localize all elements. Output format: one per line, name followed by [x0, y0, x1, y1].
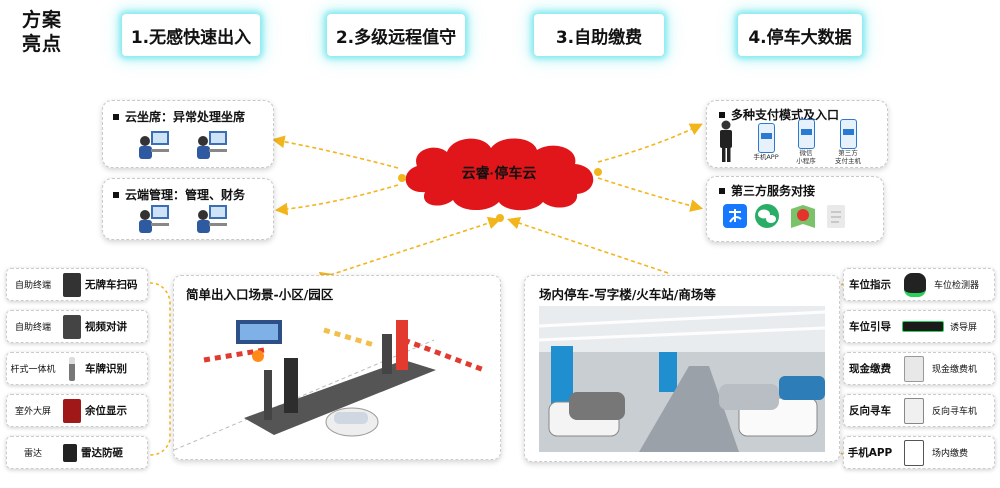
title-line-2: 亮点	[22, 33, 63, 55]
highlight-big-data: 4.停车大数据	[738, 14, 862, 56]
space-detector-icon	[904, 272, 926, 297]
highlight-quick-access: 1.无感快速出入	[122, 14, 260, 56]
link-cloud-to-seat	[271, 135, 399, 169]
pole-camera-icon	[69, 356, 75, 381]
card-manage-title: 云端管理：管理、财务	[125, 188, 246, 202]
qr-phone-icon	[904, 439, 924, 466]
operator-icon	[197, 131, 227, 159]
bullet-icon	[719, 111, 725, 118]
device-row: 车位指示 车位检测器	[843, 268, 995, 301]
card-cloud-manage: 云端管理：管理、财务	[102, 178, 274, 240]
solution-highlights-title: 方案 亮点	[22, 8, 62, 56]
card-payment-modes: 多种支付模式及入口 手机APP 微信 小程序 第三方 支付主机	[706, 100, 888, 168]
left-bracket	[149, 282, 171, 456]
device-row: 现金缴费 现金缴费机	[843, 352, 995, 385]
operator-icon	[197, 205, 227, 233]
device-row: 手机APP 场内缴费	[843, 436, 995, 469]
scene-indoor: 场内停车-写字楼/火车站/商场等	[524, 275, 840, 462]
card-third-title: 第三方服务对接	[731, 184, 816, 198]
card-cloud-seat: 云坐席：异常处理坐席	[102, 100, 274, 168]
device-row: 自助终端 视频对讲	[6, 310, 148, 343]
title-line-1: 方案	[22, 9, 63, 31]
cloud-icon: 云睿·停车云	[405, 138, 594, 211]
car-finder-icon	[904, 397, 924, 424]
payment-entry-terminal: 第三方 支付主机	[835, 149, 861, 165]
link-cloud-to-payment	[597, 123, 703, 163]
link-cloud-to-left-scene	[318, 216, 502, 285]
cloud-node-bottom	[496, 214, 504, 222]
device-row: 杆式一体机 车牌识别	[6, 352, 148, 385]
radar-icon	[63, 443, 77, 462]
scene-indoor-title: 场内停车-写字楼/火车站/商场等	[539, 287, 716, 302]
payment-entry-app: 手机APP	[753, 153, 779, 161]
cloud-node-left	[398, 174, 406, 182]
payment-entry-miniprogram: 微信 小程序	[796, 149, 816, 165]
scene-entrance: 简单出入口场景-小区/园区	[173, 275, 501, 460]
entrance-illustration	[174, 320, 485, 451]
device-row: 雷达 雷达防砸	[6, 436, 148, 469]
miniprogram-icon	[797, 119, 815, 149]
wechat-icon	[755, 204, 779, 228]
cloud-node-right	[594, 168, 602, 176]
highlight-self-pay: 3.自助缴费	[534, 14, 664, 56]
baidu-map-icon	[791, 205, 815, 228]
card-third-party: 第三方服务对接	[706, 176, 884, 242]
card-seat-title: 云坐席：异常处理坐席	[125, 110, 246, 124]
bullet-icon	[113, 191, 119, 198]
cash-machine-icon	[904, 355, 924, 382]
guidance-screen-icon	[902, 321, 944, 332]
link-cloud-to-right-scene	[506, 216, 669, 274]
device-row: 反向寻车 反向寻车机	[843, 394, 995, 427]
device-row: 车位引导 诱导屏	[843, 310, 995, 343]
bullet-icon	[113, 113, 119, 120]
kiosk-icon	[63, 272, 81, 297]
link-cloud-to-manage	[274, 184, 399, 216]
outdoor-screen-icon	[63, 398, 81, 423]
garage-photo	[539, 306, 825, 452]
intercom-kiosk-icon	[63, 314, 81, 339]
bullet-icon	[719, 187, 725, 194]
card-payment-title: 多种支付模式及入口	[731, 108, 840, 122]
phone-app-icon	[757, 123, 775, 153]
scene-entrance-title: 简单出入口场景-小区/园区	[186, 287, 334, 302]
payment-terminal-icon	[839, 119, 857, 149]
device-row: 室外大屏 余位显示	[6, 394, 148, 427]
cloud-label: 云睿·停车云	[462, 165, 537, 181]
operator-icon	[139, 131, 169, 159]
operator-icon	[139, 205, 169, 233]
document-icon	[827, 205, 845, 228]
link-cloud-to-third	[597, 177, 704, 212]
alipay-icon	[723, 204, 747, 228]
highlight-remote-duty: 2.多级远程值守	[327, 14, 465, 56]
businessman-icon	[720, 120, 732, 162]
device-row: 自助终端 无牌车扫码	[6, 268, 148, 301]
